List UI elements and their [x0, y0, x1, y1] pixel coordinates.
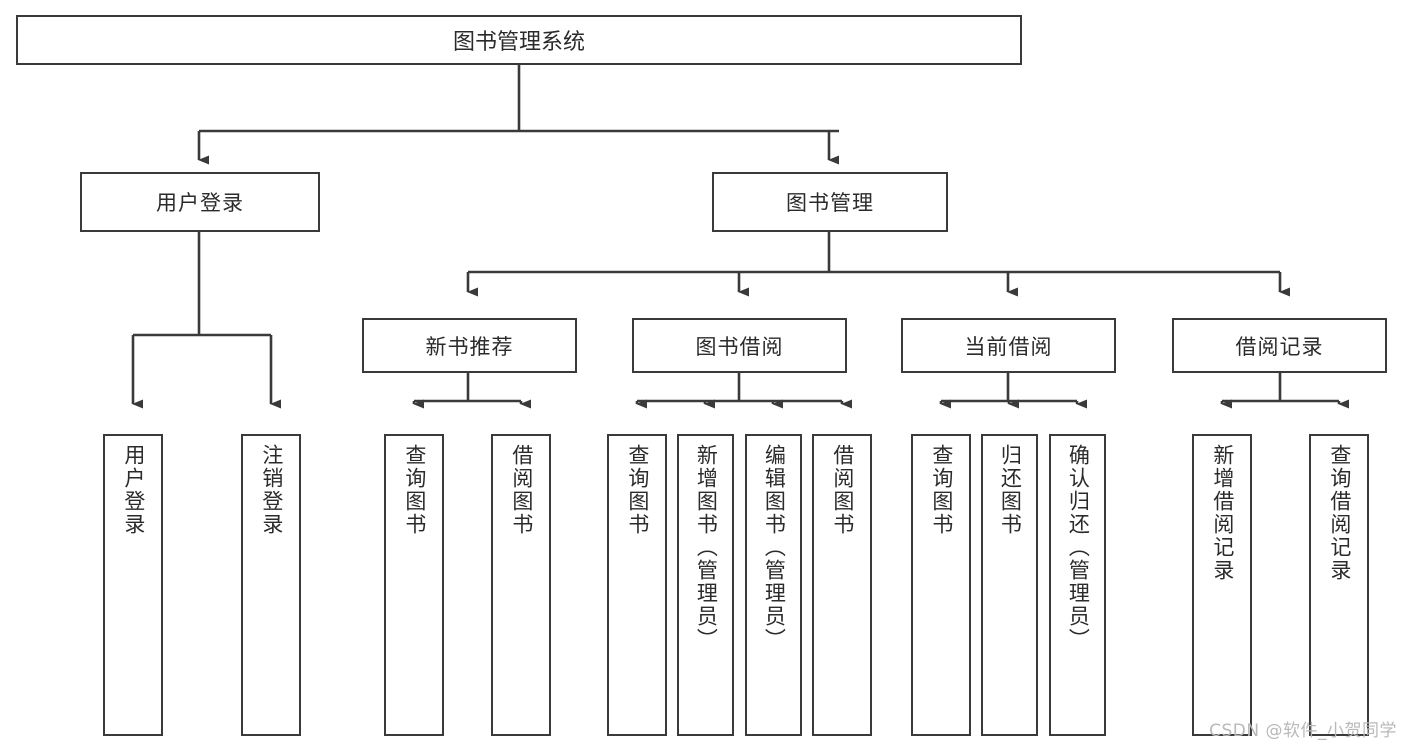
- node-label: 确认归还（管理员）: [1066, 444, 1091, 651]
- leaf-return-book[interactable]: 归还图书: [981, 434, 1038, 736]
- node-label: 用户登录: [121, 444, 146, 536]
- node-label: 借阅记录: [1235, 334, 1324, 359]
- leaf-add-borrow-record[interactable]: 新增借阅记录: [1192, 434, 1252, 736]
- node-current-borrow[interactable]: 当前借阅: [901, 318, 1116, 373]
- node-user-login[interactable]: 用户登录: [80, 172, 320, 232]
- node-label: 图书管理系统: [452, 30, 585, 55]
- node-label: 查询图书: [402, 444, 427, 536]
- leaf-borrow-book-recommend[interactable]: 借阅图书: [491, 434, 551, 736]
- watermark-credit: CSDN @软件_小贺同学: [1209, 721, 1397, 741]
- leaf-edit-book-admin[interactable]: 编辑图书（管理员）: [745, 434, 802, 736]
- leaf-confirm-return-admin[interactable]: 确认归还（管理员）: [1049, 434, 1106, 736]
- leaf-user-login[interactable]: 用户登录: [103, 434, 163, 736]
- node-book-borrow[interactable]: 图书借阅: [632, 318, 847, 373]
- node-label: 归还图书: [998, 444, 1023, 536]
- node-book-management[interactable]: 图书管理: [712, 172, 948, 232]
- node-label: 新增图书（管理员）: [694, 444, 719, 651]
- node-label: 查询图书: [929, 444, 954, 536]
- leaf-query-book-current[interactable]: 查询图书: [911, 434, 971, 736]
- node-label: 图书管理: [786, 191, 874, 215]
- node-label: 当前借阅: [964, 334, 1053, 359]
- leaf-logout[interactable]: 注销登录: [241, 434, 301, 736]
- node-root-system[interactable]: 图书管理系统: [16, 15, 1022, 65]
- leaf-add-book-admin[interactable]: 新增图书（管理员）: [677, 434, 734, 736]
- node-label: 借阅图书: [830, 444, 855, 536]
- node-label: 借阅图书: [509, 444, 534, 536]
- node-label: 新增借阅记录: [1210, 444, 1235, 582]
- node-label: 编辑图书（管理员）: [762, 444, 787, 651]
- node-label: 用户登录: [156, 191, 244, 215]
- leaf-query-book-borrow[interactable]: 查询图书: [607, 434, 667, 736]
- node-label: 新书推荐: [425, 334, 514, 359]
- leaf-borrow-book[interactable]: 借阅图书: [812, 434, 872, 736]
- node-new-book-recommend[interactable]: 新书推荐: [362, 318, 577, 373]
- leaf-query-book-recommend[interactable]: 查询图书: [384, 434, 444, 736]
- leaf-query-borrow-record[interactable]: 查询借阅记录: [1309, 434, 1369, 736]
- node-label: 图书借阅: [695, 334, 784, 359]
- node-label: 查询借阅记录: [1327, 444, 1352, 582]
- node-label: 注销登录: [259, 444, 284, 536]
- node-borrow-record[interactable]: 借阅记录: [1172, 318, 1387, 373]
- node-label: 查询图书: [625, 444, 650, 536]
